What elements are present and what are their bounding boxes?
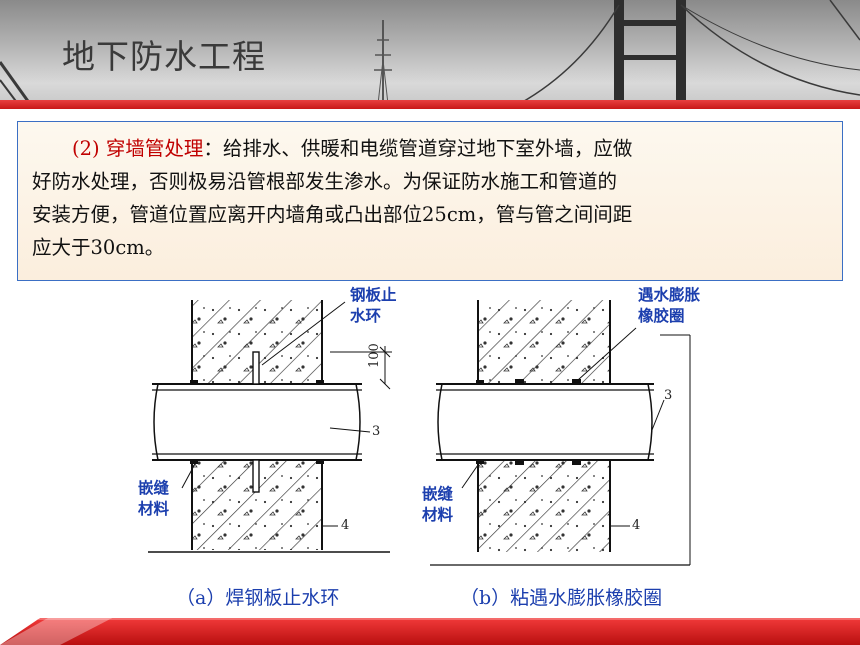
callout-rubber-ring: 遇水膨胀 橡胶圈 [638,286,701,325]
dimension-label-100: 100 [367,343,382,368]
caption-a: （a）焊钢板止水环 [176,587,340,609]
text-line-3: 安装方便，管道位置应离开内墙角或凸出部位25cm，管与管之间间距 [32,203,633,226]
label-wall-a: 4 [341,518,350,533]
callout-sealing-b: 嵌缝 材料 [422,485,454,524]
figure-a-drawing [148,300,392,553]
label-wall-b: 4 [632,518,641,533]
text-line-1: (2) 穿墙管处理：给排水、供暖和电缆管道穿过地下室外墙，应做 [32,132,830,165]
caption-b: （b）粘遇水膨胀橡胶圈 [460,587,663,609]
text-line-1-rest: ：给排水、供暖和电缆管道穿过地下室外墙，应做 [203,137,633,160]
label-pipe-a: 3 [372,424,381,439]
callout-steel-ring: 钢板止 水环 [350,286,397,325]
pipe-diagram-drawing [148,300,691,566]
text-line-2: 好防水处理，否则极易沿管根部发生渗水。为保证防水施工和管道的 [32,170,618,193]
pipe-penetration-figure: 钢板止 水环 100 3 4 嵌缝 材料 （a）焊钢板止水环 遇水膨胀 橡胶圈 … [0,280,860,610]
bridge-background-image [0,0,860,104]
slide-header: 地下防水工程 [0,0,860,104]
header-divider-bar [0,100,860,109]
footer-decoration [0,614,860,645]
callout-sealing-a: 嵌缝 材料 [138,479,170,518]
slide-footer [0,614,860,645]
section-heading: (2) 穿墙管处理 [72,137,204,160]
figure-b-drawing [430,300,691,566]
text-line-4: 应大于30cm。 [32,236,165,259]
content-textbox: (2) 穿墙管处理：给排水、供暖和电缆管道穿过地下室外墙，应做 好防水处理，否则… [17,121,843,281]
label-pipe-b: 3 [664,388,673,403]
slide-title: 地下防水工程 [62,37,266,76]
